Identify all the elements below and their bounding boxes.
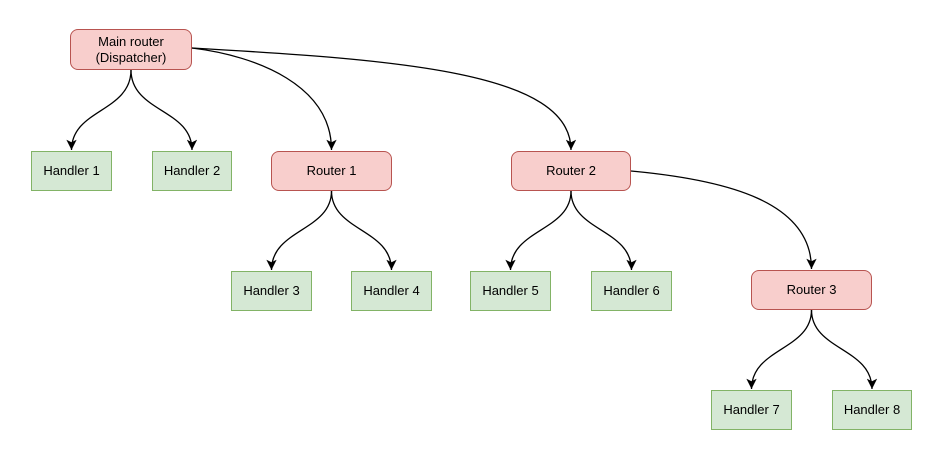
edge-router-3-to-handler-8 xyxy=(810,309,878,390)
node-handler-8: Handler 8 xyxy=(832,390,912,430)
node-handler-2: Handler 2 xyxy=(152,151,232,191)
node-handler-4: Handler 4 xyxy=(351,271,432,311)
edge-router-1-to-handler-3 xyxy=(266,190,333,271)
node-router-1: Router 1 xyxy=(271,151,392,191)
node-handler-5: Handler 5 xyxy=(470,271,551,311)
node-main-router: Main router (Dispatcher) xyxy=(70,29,192,70)
node-handler-3: Handler 3 xyxy=(231,271,312,311)
node-handler-1: Handler 1 xyxy=(31,151,112,191)
edge-router-3-to-handler-7 xyxy=(746,309,813,390)
edge-router-2-to-router-3 xyxy=(630,170,817,270)
node-handler-7: Handler 7 xyxy=(711,390,792,430)
edge-router-2-to-handler-6 xyxy=(570,190,637,271)
edge-router-2-to-handler-5 xyxy=(505,190,572,271)
node-router-2: Router 2 xyxy=(511,151,631,191)
node-label: Handler 3 xyxy=(243,283,300,298)
node-label: Main router (Dispatcher) xyxy=(95,33,167,65)
node-label: Handler 4 xyxy=(363,283,420,298)
node-label: Handler 1 xyxy=(43,163,100,178)
node-label: Handler 5 xyxy=(482,283,539,298)
node-label: Router 1 xyxy=(306,163,357,178)
node-label: Router 2 xyxy=(546,163,596,178)
node-label: Handler 6 xyxy=(603,283,660,298)
edge-main-router-to-handler-2 xyxy=(130,69,198,151)
node-label: Handler 2 xyxy=(163,163,221,178)
node-router-3: Router 3 xyxy=(751,270,872,310)
node-label: Router 3 xyxy=(786,282,837,297)
node-label: Handler 8 xyxy=(843,402,901,417)
edge-main-router-to-handler-1 xyxy=(66,69,132,151)
edge-main-router-to-router-1 xyxy=(191,47,337,151)
edge-router-1-to-handler-4 xyxy=(330,190,397,271)
edge-main-router-to-router-2 xyxy=(191,47,577,151)
node-handler-6: Handler 6 xyxy=(591,271,672,311)
node-label: Handler 7 xyxy=(723,402,780,417)
